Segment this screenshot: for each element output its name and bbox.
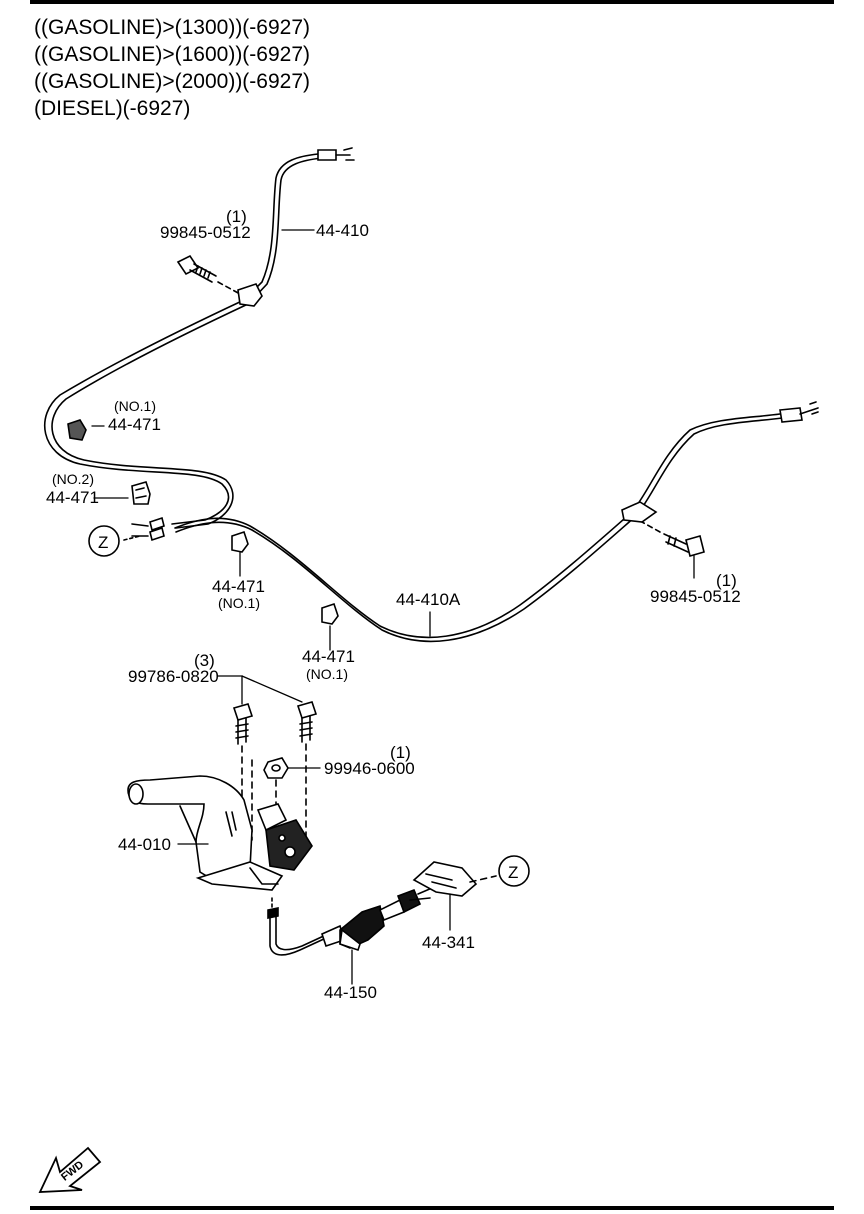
rear-cable xyxy=(174,401,819,643)
label-note: (NO.1) xyxy=(306,666,348,682)
label-note: (NO.2) xyxy=(52,471,94,487)
label-note: (NO.1) xyxy=(114,398,156,414)
rear-cable-bracket xyxy=(621,501,658,523)
bottom-border xyxy=(30,1206,834,1210)
header-line: (DIESEL)(-6927) xyxy=(34,97,191,120)
bolt-icon xyxy=(641,521,705,557)
label-nut: 99946-0600 xyxy=(324,759,415,778)
label-clip-no1-b: 44-471 xyxy=(212,577,265,596)
clip-icon xyxy=(321,602,339,625)
label-bolt-right: 99845-0512 xyxy=(650,587,741,606)
clip-icon xyxy=(67,419,87,441)
label-lever: 44-010 xyxy=(118,835,171,854)
header-line: ((GASOLINE)>(1300))(-6927) xyxy=(34,16,311,39)
ref-z-left-letter: Z xyxy=(98,533,108,552)
parking-brake-lever xyxy=(127,775,313,891)
label-cable-front: 44-410 xyxy=(316,221,369,240)
ref-marker-z-right xyxy=(498,855,530,887)
label-qty: (1) xyxy=(716,571,737,590)
nut-icon xyxy=(263,757,289,779)
label-bolt-top: 99845-0512 xyxy=(160,223,251,242)
rear-bracket xyxy=(412,861,497,897)
front-cable-bracket xyxy=(237,283,263,307)
header-line: ((GASOLINE)>(2000))(-6927) xyxy=(34,70,311,93)
bolt-icon xyxy=(232,703,254,745)
label-bolts-lever: 99786-0820 xyxy=(128,667,219,686)
label-clip-no2: 44-471 xyxy=(46,488,99,507)
callout-labels: 44-410 (1) 99845-0512 (NO.1) 44-471 (NO.… xyxy=(46,207,741,1184)
applicability-header: ((GASOLINE)>(1300))(-6927) ((GASOLINE)>(… xyxy=(34,14,310,122)
label-qty: (1) xyxy=(226,207,247,226)
label-clip-no1-c: 44-471 xyxy=(302,647,355,666)
label-equalizer: 44-150 xyxy=(324,983,377,1002)
top-border xyxy=(30,0,834,4)
cable-end-fittings xyxy=(123,516,165,542)
label-note: (NO.1) xyxy=(218,595,260,611)
bolt-icon xyxy=(296,701,318,743)
equalizer xyxy=(321,887,433,952)
label-clip-no1-a: 44-471 xyxy=(108,415,161,434)
label-bracket: 44-341 xyxy=(422,933,475,952)
label-qty: (1) xyxy=(390,743,411,762)
clip-icon xyxy=(231,530,249,553)
lever-cable xyxy=(267,897,329,956)
fwd-arrow-icon xyxy=(38,1146,102,1193)
front-cable xyxy=(44,147,355,529)
clip-icon xyxy=(131,481,151,505)
ref-marker-z-left xyxy=(88,525,120,557)
label-qty: (3) xyxy=(194,651,215,670)
ref-z-right-letter: Z xyxy=(508,863,518,882)
label-cable-rear: 44-410A xyxy=(396,590,461,609)
leader-lines xyxy=(91,229,695,985)
bolt-icon xyxy=(176,254,241,295)
header-line: ((GASOLINE)>(1600))(-6927) xyxy=(34,43,311,66)
